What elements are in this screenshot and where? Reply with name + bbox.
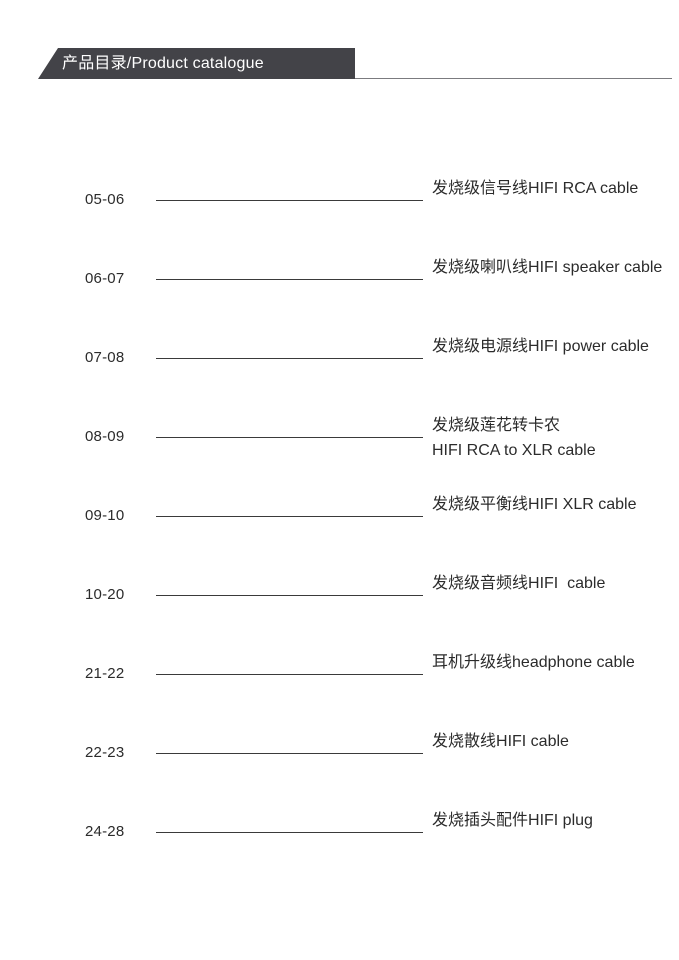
entry-title-en: HIFI cable bbox=[528, 575, 606, 592]
entry-title-cn: 发烧级喇叭线 bbox=[432, 259, 529, 276]
catalogue-entry[interactable]: 09-10 发烧级平衡线HIFI XLR cable bbox=[0, 484, 679, 563]
entry-page-range: 24-28 bbox=[85, 823, 125, 840]
entry-title-cn: 发烧级音频线 bbox=[432, 575, 529, 592]
entry-page-range: 06-07 bbox=[85, 270, 125, 287]
header-divider-line bbox=[355, 78, 672, 79]
entry-page-range: 07-08 bbox=[85, 349, 125, 366]
entry-leader-line bbox=[156, 753, 423, 754]
entry-title-en: HIFI XLR cable bbox=[528, 496, 637, 513]
entry-page-range: 08-09 bbox=[85, 428, 125, 445]
entry-titles: 发烧插头配件HIFI plug bbox=[432, 808, 672, 833]
entry-title-en: HIFI power cable bbox=[528, 338, 649, 355]
entry-page-range: 21-22 bbox=[85, 665, 125, 682]
entry-leader-line bbox=[156, 358, 423, 359]
entry-titles: 发烧级音频线HIFI cable bbox=[432, 571, 672, 596]
entry-page-range: 09-10 bbox=[85, 507, 125, 524]
entry-titles: 发烧级信号线HIFI RCA cable bbox=[432, 176, 672, 201]
entry-page-range: 10-20 bbox=[85, 586, 125, 603]
entry-title-cn: 发烧级电源线 bbox=[432, 338, 529, 355]
catalogue-entry[interactable]: 08-09 发烧级莲花转卡农 HIFI RCA to XLR cable bbox=[0, 405, 679, 484]
page-title-banner: 产品目录/Product catalogue bbox=[38, 48, 355, 79]
entry-leader-line bbox=[156, 595, 423, 596]
entry-title-cn: 发烧级莲花转卡农 bbox=[432, 417, 561, 434]
page-title: 产品目录/Product catalogue bbox=[62, 54, 264, 72]
entry-title-en: headphone cable bbox=[512, 654, 635, 671]
entry-leader-line bbox=[156, 832, 423, 833]
catalogue-entry[interactable]: 07-08 发烧级电源线HIFI power cable bbox=[0, 326, 679, 405]
entry-page-range: 05-06 bbox=[85, 191, 125, 208]
entry-title-cn: 发烧插头配件 bbox=[432, 812, 529, 829]
catalogue-entry[interactable]: 24-28 发烧插头配件HIFI plug bbox=[0, 800, 679, 879]
entry-titles: 发烧级电源线HIFI power cable bbox=[432, 334, 672, 359]
entry-leader-line bbox=[156, 674, 423, 675]
entry-leader-line bbox=[156, 516, 423, 517]
entry-title-en: HIFI speaker cable bbox=[528, 259, 663, 276]
catalogue-entry[interactable]: 10-20 发烧级音频线HIFI cable bbox=[0, 563, 679, 642]
entry-titles: 发烧级莲花转卡农 HIFI RCA to XLR cable bbox=[432, 413, 672, 463]
entry-title-en: HIFI RCA cable bbox=[528, 180, 639, 197]
entry-titles: 发烧级喇叭线HIFI speaker cable bbox=[432, 255, 672, 280]
entry-titles: 耳机升级线headphone cable bbox=[432, 650, 672, 675]
entry-title-en: HIFI plug bbox=[528, 812, 593, 829]
catalogue-entry[interactable]: 22-23 发烧散线HIFI cable bbox=[0, 721, 679, 800]
entry-title-cn: 发烧级平衡线 bbox=[432, 496, 529, 513]
entry-leader-line bbox=[156, 437, 423, 438]
page-header: 产品目录/Product catalogue bbox=[0, 0, 679, 110]
entry-page-range: 22-23 bbox=[85, 744, 125, 761]
entry-titles: 发烧级平衡线HIFI XLR cable bbox=[432, 492, 672, 517]
catalogue-entry[interactable]: 21-22 耳机升级线headphone cable bbox=[0, 642, 679, 721]
entry-leader-line bbox=[156, 279, 423, 280]
entry-title-cn: 耳机升级线 bbox=[432, 654, 513, 671]
entry-leader-line bbox=[156, 200, 423, 201]
entry-title-en: HIFI RCA to XLR cable bbox=[432, 442, 596, 459]
entry-title-cn: 发烧散线 bbox=[432, 733, 497, 750]
catalogue-entry[interactable]: 06-07 发烧级喇叭线HIFI speaker cable bbox=[0, 247, 679, 326]
entry-titles: 发烧散线HIFI cable bbox=[432, 729, 672, 754]
entry-title-en: HIFI cable bbox=[496, 733, 569, 750]
catalogue-entry[interactable]: 05-06 发烧级信号线HIFI RCA cable bbox=[0, 168, 679, 247]
entry-title-cn: 发烧级信号线 bbox=[432, 180, 529, 197]
